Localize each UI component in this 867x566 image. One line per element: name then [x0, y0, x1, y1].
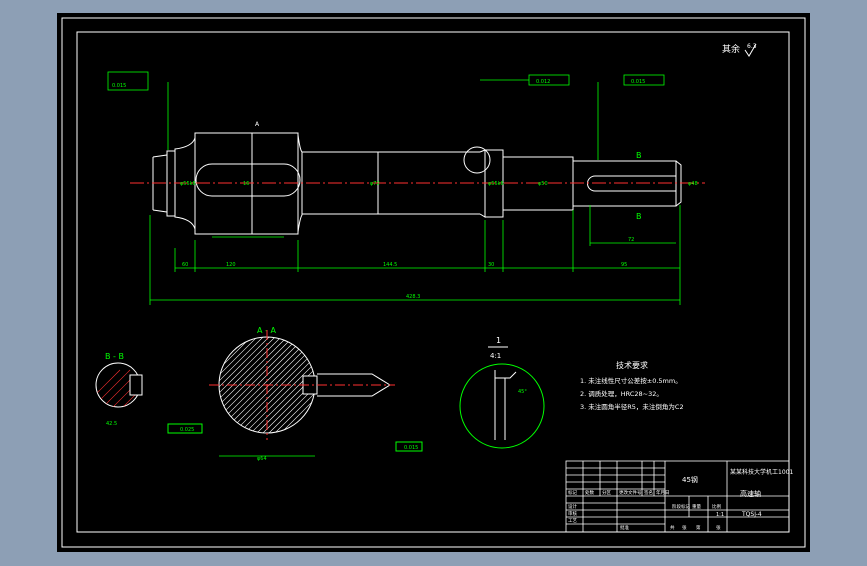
sheet-background: [57, 13, 810, 552]
tol-frame-4: 0.025: [180, 427, 194, 433]
tb-header-4: 签名: [644, 489, 653, 496]
keyway-slot: [195, 163, 301, 197]
dim-angle: 45°: [518, 389, 527, 395]
detail-scale: 4:1: [490, 352, 501, 360]
dim-fit1: φ55k6: [180, 181, 196, 187]
tol-frame-2: 0.012: [536, 79, 550, 85]
tb-stage-1: 重量: [692, 503, 701, 510]
tol-frame-1: 0.015: [112, 83, 126, 89]
dim-d6: 72: [628, 237, 634, 243]
tb-drawing-no: TQSJ-4: [741, 511, 762, 518]
dim-overall: 428.3: [406, 294, 420, 300]
dim-aa: φ64: [257, 456, 267, 462]
inner-frame: [76, 31, 790, 533]
detail-view: [459, 363, 545, 449]
tb-sheet-1: 张: [682, 524, 687, 531]
dim-d1: 60: [182, 262, 188, 268]
tb-header-5: 年月日: [656, 489, 670, 496]
tech-item-2: 2. 调质处理，HRC28~32。: [580, 389, 663, 398]
tb-header-1: 处数: [585, 489, 594, 496]
dim-fit5: φ50: [538, 181, 548, 187]
tb-material: 45钢: [682, 475, 698, 484]
dim-d3: 144.5: [383, 262, 397, 268]
dim-d5: 95: [621, 262, 627, 268]
roughness-symbol-icon: [744, 43, 757, 57]
tol-frame-4-box: [167, 423, 203, 434]
tb-stage-0: 阶段标记: [672, 503, 690, 510]
section-marker-b-bottom: B: [636, 212, 642, 221]
tech-item-3: 3. 未注圆角半径R5，未注倒角为C2: [580, 402, 684, 411]
tb-row-3: 批准: [620, 524, 629, 531]
tb-header-2: 分区: [602, 489, 611, 496]
tb-sheet-3: 张: [716, 524, 721, 531]
tb-scale: 1:1: [716, 512, 724, 518]
shaft-main-view: [152, 132, 682, 235]
dim-fit3: φ72: [370, 181, 380, 187]
dim-fit6: φ48: [688, 181, 698, 187]
dimension-lines: [107, 71, 681, 305]
tb-sheet-0: 共: [670, 524, 675, 531]
tb-row-0: 设计: [568, 503, 577, 510]
tb-sheet-2: 第: [696, 524, 701, 531]
section-marker-a: A: [255, 121, 260, 128]
tb-header-3: 更改文件号: [619, 489, 642, 496]
tb-school: 某某科技大学机工1001: [730, 468, 793, 476]
tol-frame-3: 0.015: [631, 79, 645, 85]
tol-frame-5-box: [395, 441, 423, 452]
detail-title: 1: [496, 336, 501, 345]
tb-row-1: 审核: [568, 510, 577, 517]
tb-row-2: 工艺: [568, 518, 577, 524]
section-title-bb: B - B: [105, 352, 124, 361]
dim-fit4: φ55k6: [488, 181, 504, 187]
dim-d2: 120: [226, 262, 236, 268]
title-block: [565, 460, 790, 533]
section-marker-b-top: B: [636, 151, 642, 160]
dim-keyA: 16: [243, 181, 249, 187]
tb-stage-2: 比例: [712, 503, 721, 510]
tb-part-name: 高速轴: [740, 489, 761, 498]
dim-bb: 42.5: [106, 421, 117, 427]
dim-d4: 30: [488, 262, 494, 268]
section-bb-view: [95, 362, 143, 408]
outer-frame: [61, 17, 806, 548]
tb-header-0: 标记: [568, 489, 577, 496]
roughness-note: 其余: [722, 43, 740, 55]
detail-circle: [463, 146, 491, 174]
tol-frame-5: 0.015: [404, 445, 418, 451]
roughness-value: 6.3: [747, 43, 757, 50]
tech-item-1: 1. 未注线性尺寸公差按±0.5mm。: [580, 376, 682, 385]
tech-title: 技术要求: [616, 360, 648, 370]
